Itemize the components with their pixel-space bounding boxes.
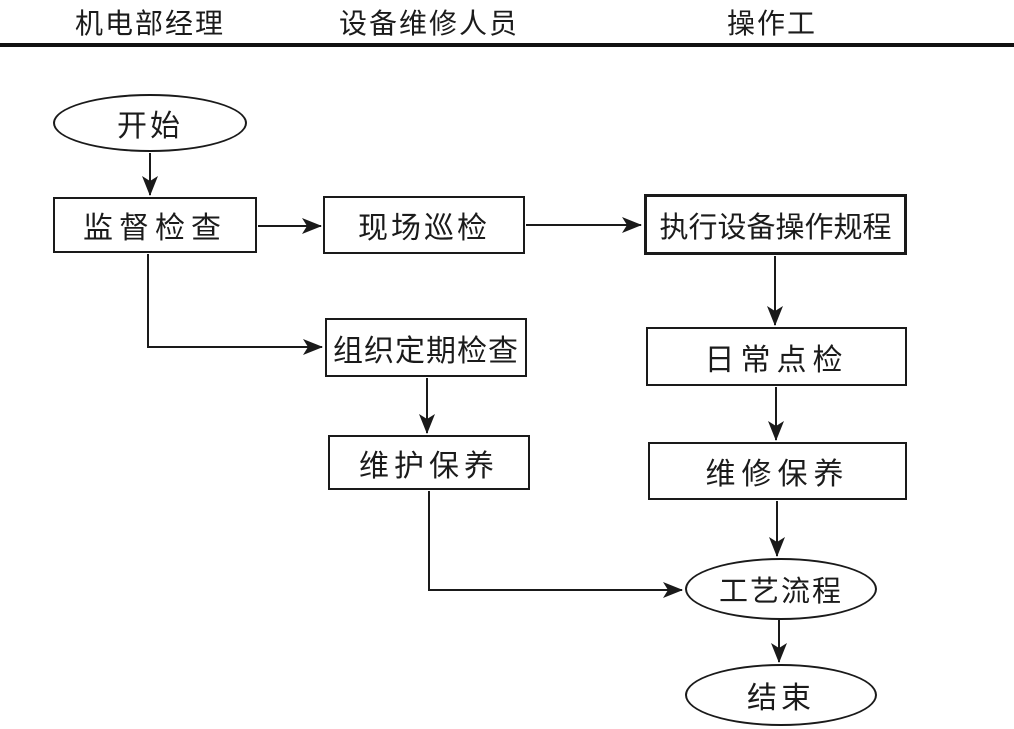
node-start: 开始 bbox=[53, 94, 247, 152]
node-process-flow: 工艺流程 bbox=[685, 558, 877, 620]
lane-header-maintenance-staff: 设备维修人员 bbox=[338, 9, 519, 40]
node-supervision-check: 监督检查 bbox=[53, 197, 257, 253]
node-onsite-patrol-inspection: 现场巡检 bbox=[323, 196, 525, 254]
node-organize-periodic-inspection: 组织定期检查 bbox=[325, 318, 527, 377]
node-daily-spot-check: 日常点检 bbox=[646, 327, 907, 386]
header-divider-line bbox=[0, 43, 1014, 47]
node-repair-maintenance: 维修保养 bbox=[648, 442, 907, 500]
lane-header-manager: 机电部经理 bbox=[74, 9, 225, 40]
lane-header-operator: 操作工 bbox=[726, 9, 817, 40]
node-execute-equipment-operating-procedures: 执行设备操作规程 bbox=[644, 194, 907, 255]
node-maintenance-upkeep: 维护保养 bbox=[328, 435, 530, 490]
node-end: 结束 bbox=[685, 664, 877, 726]
